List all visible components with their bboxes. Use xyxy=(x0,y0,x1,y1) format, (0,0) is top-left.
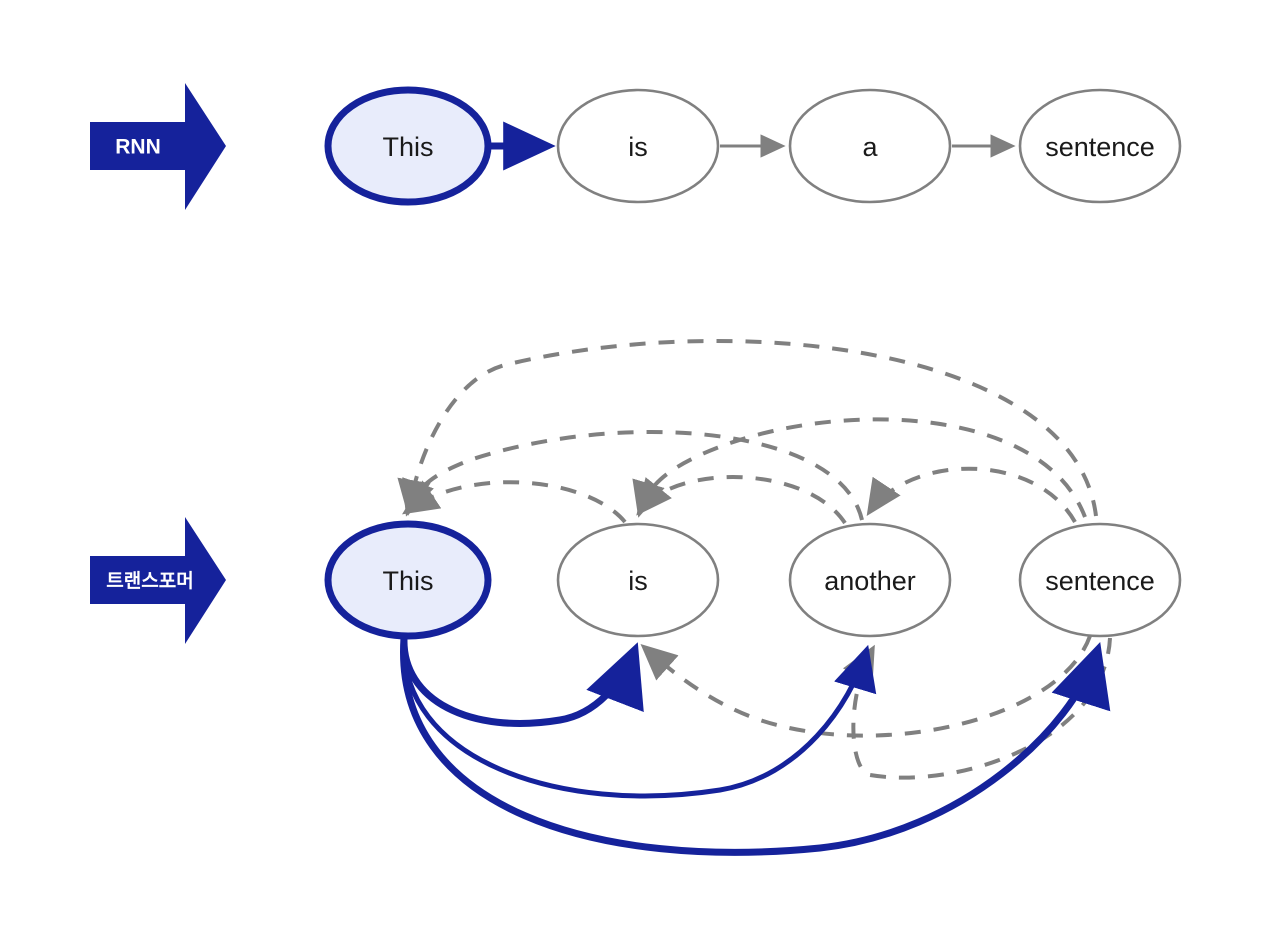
transformer-node-another-shape[interactable] xyxy=(788,522,952,638)
rnn-row: RNN This is a sente xyxy=(90,83,1182,210)
dashed-edge-another-to-this xyxy=(402,429,864,521)
rnn-arrow-shape xyxy=(90,83,226,210)
rnn-node-is-shape[interactable] xyxy=(556,88,720,204)
rnn-arrow: RNN xyxy=(90,83,226,210)
transformer-node-is[interactable]: is xyxy=(556,522,720,638)
dashed-edge-below-sentence-to-is xyxy=(640,635,1092,738)
rnn-node-a[interactable]: a xyxy=(788,88,952,204)
transformer-dashed-edges-below xyxy=(640,635,1112,780)
dashed-edge-another-to-is xyxy=(636,475,847,525)
transformer-node-sentence-label: sentence xyxy=(1045,566,1155,596)
dashed-edge-sentence-to-this xyxy=(397,338,1098,517)
transformer-node-sentence-shape[interactable] xyxy=(1018,522,1182,638)
rnn-node-is-label: is xyxy=(628,132,648,162)
blue-edge-this-to-another xyxy=(401,637,877,799)
transformer-node-another-label: another xyxy=(824,566,916,596)
dashed-edge-sentence-to-another xyxy=(866,466,1077,523)
rnn-arrow-label: RNN xyxy=(115,136,161,159)
transformer-node-another[interactable]: another xyxy=(788,522,952,638)
transformer-node-sentence[interactable]: sentence xyxy=(1018,522,1182,638)
transformer-node-is-shape[interactable] xyxy=(556,522,720,638)
blue-edge-this-to-is xyxy=(400,637,644,727)
rnn-node-a-shape[interactable] xyxy=(788,88,952,204)
transformer-arrow-shape xyxy=(90,517,226,644)
transformer-dashed-edges-above xyxy=(397,338,1098,525)
transformer-arrow: 트랜스포머 xyxy=(90,517,226,644)
rnn-node-sentence[interactable]: sentence xyxy=(1018,88,1182,204)
transformer-node-this-shape[interactable] xyxy=(324,520,492,640)
dashed-edge-is-to-this xyxy=(402,480,627,524)
transformer-blue-edges xyxy=(400,637,1111,856)
transformer-row: 트랜스포머 This is another sentence xyxy=(90,338,1182,856)
transformer-node-this[interactable]: This xyxy=(324,520,492,640)
rnn-node-sentence-shape[interactable] xyxy=(1018,88,1182,204)
rnn-node-this-label: This xyxy=(382,132,433,162)
transformer-node-this-label: This xyxy=(382,566,433,596)
rnn-node-a-label: a xyxy=(862,132,878,162)
rnn-node-sentence-label: sentence xyxy=(1045,132,1155,162)
blue-edge-this-to-sentence xyxy=(400,637,1111,856)
rnn-node-this-shape[interactable] xyxy=(324,86,492,206)
transformer-node-is-label: is xyxy=(628,566,648,596)
transformer-arrow-label: 트랜스포머 xyxy=(106,570,193,592)
rnn-node-is[interactable]: is xyxy=(556,88,720,204)
rnn-node-this[interactable]: This xyxy=(324,86,492,206)
dashed-edge-below-sentence-to-another xyxy=(842,637,1112,780)
